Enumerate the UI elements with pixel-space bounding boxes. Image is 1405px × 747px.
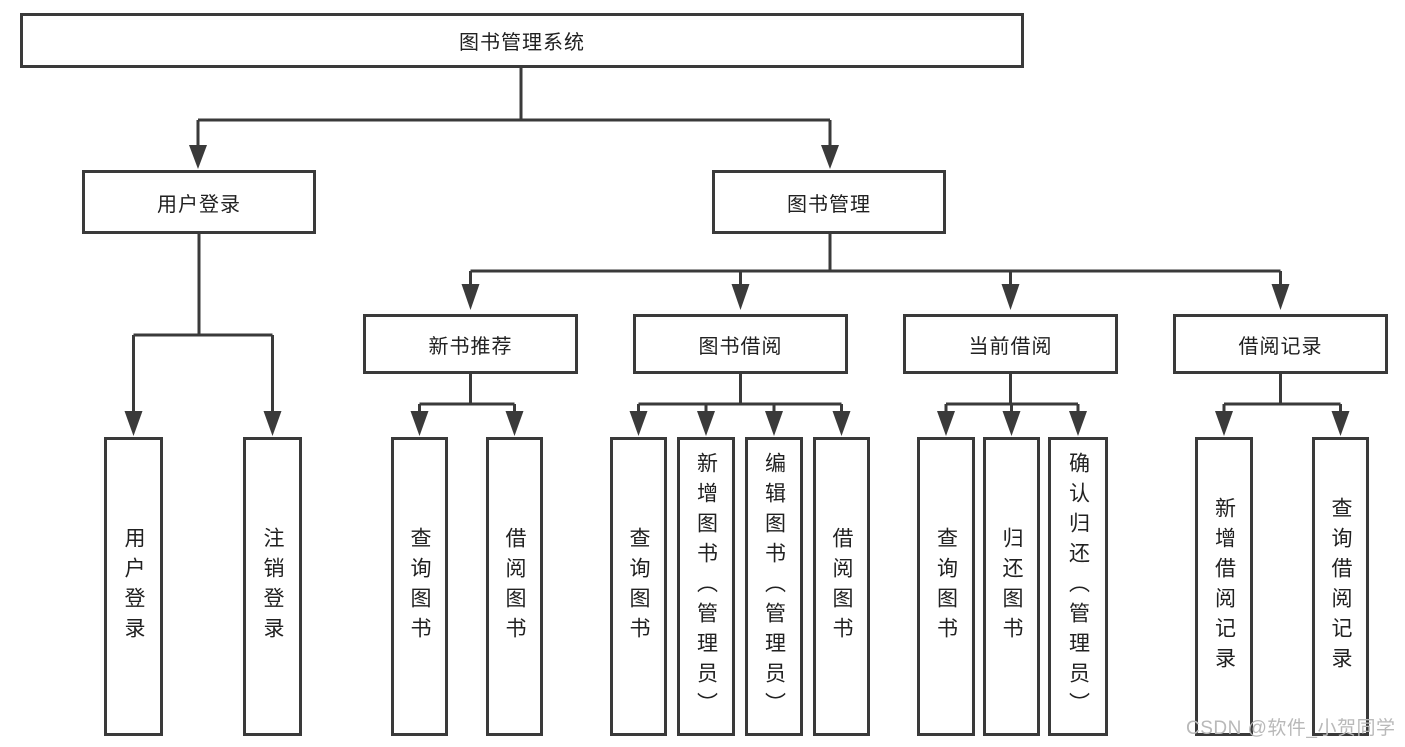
- leaf-query-borrow-record-label: 查询借阅记录: [1329, 496, 1352, 677]
- leaf-add-borrow-record: 新增借阅记录: [1195, 437, 1253, 736]
- connector-borrowing-records: [1215, 374, 1350, 436]
- node-new-book-recommend-label: 新书推荐: [428, 335, 513, 358]
- arrowhead-icon: [1331, 411, 1350, 436]
- arrowhead-icon: [1002, 411, 1021, 436]
- connector-book-management: [461, 234, 1290, 310]
- connector-root: [189, 68, 839, 169]
- arrowhead-icon: [765, 411, 783, 436]
- leaf-query-books-borrowing-label: 查询图书: [627, 526, 650, 647]
- leaf-user-login-label: 用户登录: [122, 526, 145, 647]
- arrowhead-icon: [1001, 284, 1020, 310]
- node-current-borrowing: 当前借阅: [903, 314, 1118, 374]
- arrowhead-icon: [832, 411, 851, 436]
- node-borrowing-records: 借阅记录: [1173, 314, 1388, 374]
- arrowhead-icon: [937, 411, 955, 436]
- leaf-query-books-recommend-label: 查询图书: [408, 526, 431, 647]
- leaf-confirm-return-admin: 确认归还（管理员）: [1048, 437, 1108, 736]
- leaf-query-books-recommend: 查询图书: [391, 437, 448, 736]
- node-book-management: 图书管理: [712, 170, 946, 234]
- leaf-return-book: 归还图书: [983, 437, 1040, 736]
- connector-current-borrowing: [937, 374, 1087, 436]
- connector-book-borrowing: [629, 374, 851, 436]
- leaf-confirm-return-admin-label: 确认归还（管理员）: [1066, 451, 1090, 722]
- arrowhead-icon: [1069, 411, 1087, 436]
- arrowhead-icon: [410, 411, 429, 436]
- leaf-borrow-books-borrowing: 借阅图书: [813, 437, 870, 736]
- connector-new-book-recommend: [410, 374, 524, 436]
- arrowhead-icon: [1215, 411, 1233, 436]
- arrowhead-icon: [1271, 284, 1290, 310]
- connector-user-login: [124, 234, 282, 436]
- leaf-add-book-admin: 新增图书（管理员）: [677, 437, 735, 736]
- leaf-borrow-books-borrowing-label: 借阅图书: [830, 526, 853, 647]
- node-new-book-recommend: 新书推荐: [363, 314, 578, 374]
- arrowhead-icon: [263, 411, 282, 436]
- leaf-edit-book-admin-label: 编辑图书（管理员）: [762, 451, 786, 722]
- leaf-query-books-current: 查询图书: [917, 437, 975, 736]
- node-current-borrowing-label: 当前借阅: [968, 335, 1053, 358]
- node-book-borrowing: 图书借阅: [633, 314, 848, 374]
- leaf-logout: 注销登录: [243, 437, 302, 736]
- leaf-borrow-books-recommend: 借阅图书: [486, 437, 543, 736]
- leaf-user-login: 用户登录: [104, 437, 163, 736]
- node-user-login-label: 用户登录: [157, 193, 241, 216]
- leaf-add-borrow-record-label: 新增借阅记录: [1212, 496, 1236, 677]
- node-book-management-label: 图书管理: [787, 193, 871, 216]
- node-root: 图书管理系统: [20, 13, 1024, 68]
- arrowhead-icon: [505, 411, 524, 436]
- arrowhead-icon: [189, 145, 207, 169]
- node-root-label: 图书管理系统: [459, 32, 585, 54]
- leaf-query-books-current-label: 查询图书: [934, 526, 958, 647]
- leaf-return-book-label: 归还图书: [1000, 526, 1023, 647]
- arrowhead-icon: [461, 284, 480, 310]
- leaf-edit-book-admin: 编辑图书（管理员）: [745, 437, 803, 736]
- arrowhead-icon: [731, 284, 750, 310]
- leaf-query-borrow-record: 查询借阅记录: [1312, 437, 1369, 736]
- leaf-logout-label: 注销登录: [261, 526, 284, 647]
- arrowhead-icon: [821, 145, 839, 169]
- csdn-watermark: CSDN @软件_小贺同学: [1186, 718, 1396, 739]
- arrowhead-icon: [124, 411, 143, 436]
- arrowhead-icon: [629, 411, 648, 436]
- arrowhead-icon: [697, 411, 715, 436]
- node-user-login: 用户登录: [82, 170, 316, 234]
- node-book-borrowing-label: 图书借阅: [698, 335, 783, 358]
- leaf-query-books-borrowing: 查询图书: [610, 437, 667, 736]
- leaf-add-book-admin-label: 新增图书（管理员）: [694, 451, 718, 722]
- node-borrowing-records-label: 借阅记录: [1238, 335, 1323, 358]
- leaf-borrow-books-recommend-label: 借阅图书: [503, 526, 526, 647]
